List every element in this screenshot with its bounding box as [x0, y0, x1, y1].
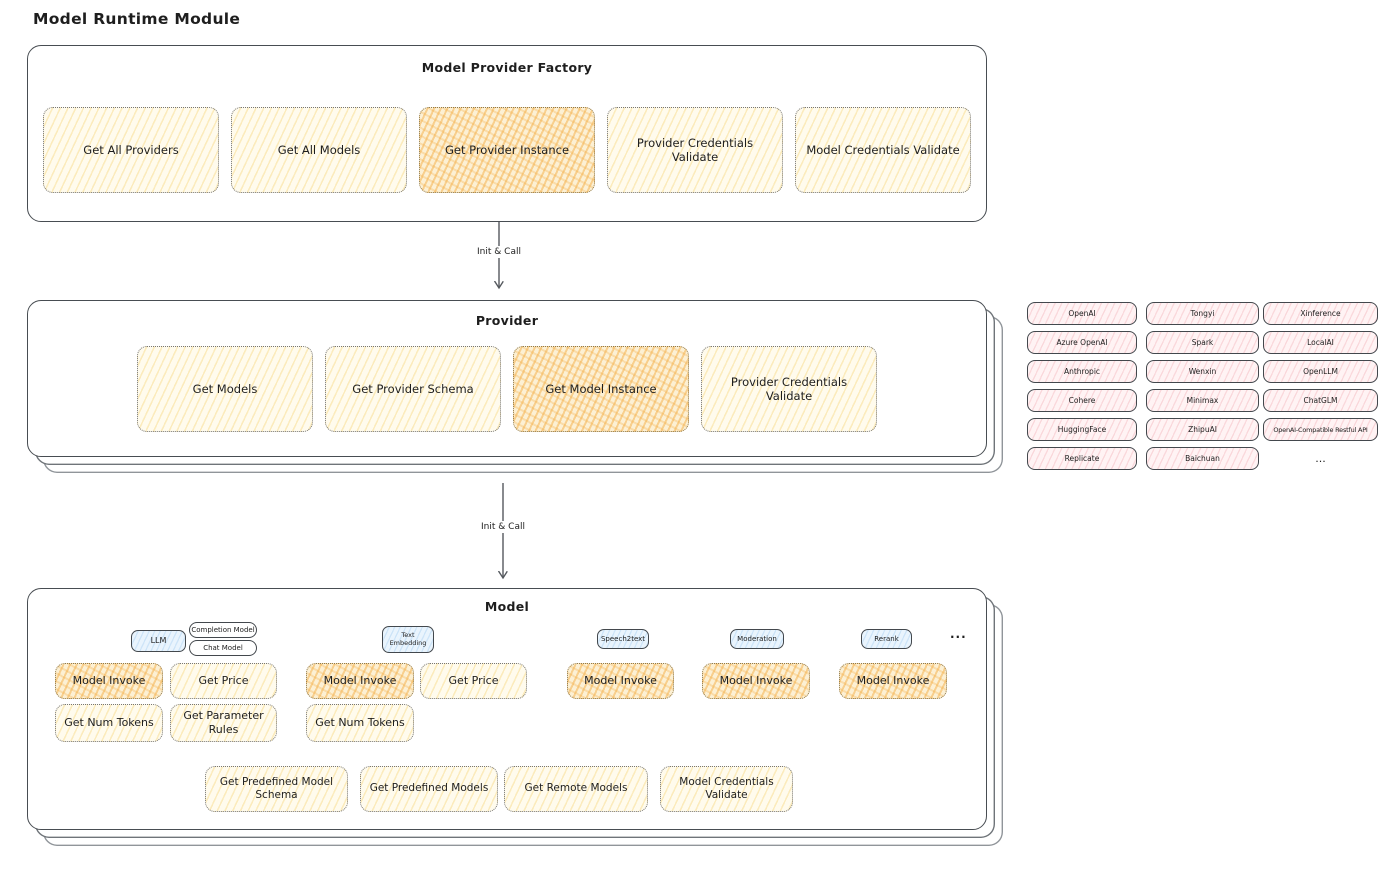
chip-chatglm: ChatGLM	[1263, 389, 1378, 412]
node-get-all-models: Get All Models	[231, 107, 407, 193]
chip-huggingface: HuggingFace	[1027, 418, 1137, 441]
node-get-num-tokens-text-embedding: Get Num Tokens	[306, 704, 414, 742]
node-model-invoke-speech2text: Model Invoke	[567, 663, 674, 699]
node-model-invoke-text-embedding: Model Invoke	[306, 663, 414, 699]
chip-spark: Spark	[1146, 331, 1259, 354]
provider-title: Provider	[475, 313, 539, 328]
chip-openllm: OpenLLM	[1263, 360, 1378, 383]
tag-rerank: Rerank	[861, 629, 912, 649]
chip-baichuan: Baichuan	[1146, 447, 1259, 470]
provider-items-row: Get Models Get Provider Schema Get Model…	[28, 346, 986, 432]
chip-xinference: Xinference	[1263, 302, 1378, 325]
chip-cohere: Cohere	[1027, 389, 1137, 412]
node-model-invoke-moderation: Model Invoke	[702, 663, 810, 699]
model-title: Model	[484, 599, 530, 614]
node-get-predefined-model-schema: Get Predefined Model Schema	[205, 766, 348, 812]
tag-llm: LLM	[131, 630, 186, 652]
chip-zhipuai: ZhipuAI	[1146, 418, 1259, 441]
node-get-all-providers: Get All Providers	[43, 107, 219, 193]
node-get-remote-models: Get Remote Models	[504, 766, 648, 812]
chip-wenxin: Wenxin	[1146, 360, 1259, 383]
tag-completion-model: Completion Model	[189, 622, 257, 638]
node-get-price-text-embedding: Get Price	[420, 663, 527, 699]
provider-list-ellipsis: ...	[1315, 452, 1326, 465]
node-model-credentials-validate: Model Credentials Validate	[795, 107, 971, 193]
provider-chip-column-1: OpenAI Azure OpenAI Anthropic Cohere Hug…	[1027, 302, 1137, 470]
chip-tongyi: Tongyi	[1146, 302, 1259, 325]
diagram-title: Model Runtime Module	[33, 10, 241, 28]
node-get-predefined-models: Get Predefined Models	[360, 766, 498, 812]
chip-replicate: Replicate	[1027, 447, 1137, 470]
node-provider-credentials-validate-2: Provider Credentials Validate	[701, 346, 877, 432]
node-get-model-instance: Get Model Instance	[513, 346, 689, 432]
arrow-label-init-call-1: Init & Call	[473, 246, 525, 258]
chip-openai-compatible-restful-api: OpenAI-Compatible Restful API	[1263, 418, 1378, 441]
node-get-models: Get Models	[137, 346, 313, 432]
provider-container: Provider Get Models Get Provider Schema …	[27, 300, 987, 457]
node-model-invoke-llm: Model Invoke	[55, 663, 163, 699]
tag-chat-model: Chat Model	[189, 640, 257, 656]
chip-openai: OpenAI	[1027, 302, 1137, 325]
node-get-provider-instance: Get Provider Instance	[419, 107, 595, 193]
model-tags-ellipsis: ...	[950, 627, 967, 641]
node-model-invoke-rerank: Model Invoke	[839, 663, 947, 699]
tag-text-embedding: Text Embedding	[382, 626, 434, 653]
tag-moderation: Moderation	[730, 629, 784, 649]
provider-chip-column-3: Xinference LocalAI OpenLLM ChatGLM OpenA…	[1263, 302, 1378, 470]
node-get-provider-schema: Get Provider Schema	[325, 346, 501, 432]
tag-speech2text: Speech2text	[597, 629, 649, 649]
node-provider-credentials-validate: Provider Credentials Validate	[607, 107, 783, 193]
node-get-price-llm: Get Price	[170, 663, 277, 699]
factory-items-row: Get All Providers Get All Models Get Pro…	[28, 107, 986, 193]
node-get-parameter-rules: Get Parameter Rules	[170, 704, 277, 742]
node-model-credentials-validate-2: Model Credentials Validate	[660, 766, 793, 812]
factory-container: Model Provider Factory Get All Providers…	[27, 45, 987, 222]
chip-localai: LocalAI	[1263, 331, 1378, 354]
provider-chip-column-2: Tongyi Spark Wenxin Minimax ZhipuAI Baic…	[1146, 302, 1259, 470]
arrow-label-init-call-2: Init & Call	[477, 521, 529, 533]
factory-title: Model Provider Factory	[421, 60, 593, 75]
chip-azure-openai: Azure OpenAI	[1027, 331, 1137, 354]
chip-anthropic: Anthropic	[1027, 360, 1137, 383]
chip-minimax: Minimax	[1146, 389, 1259, 412]
node-get-num-tokens-llm: Get Num Tokens	[55, 704, 163, 742]
model-container: Model LLM Completion Model Chat Model Te…	[27, 588, 987, 830]
